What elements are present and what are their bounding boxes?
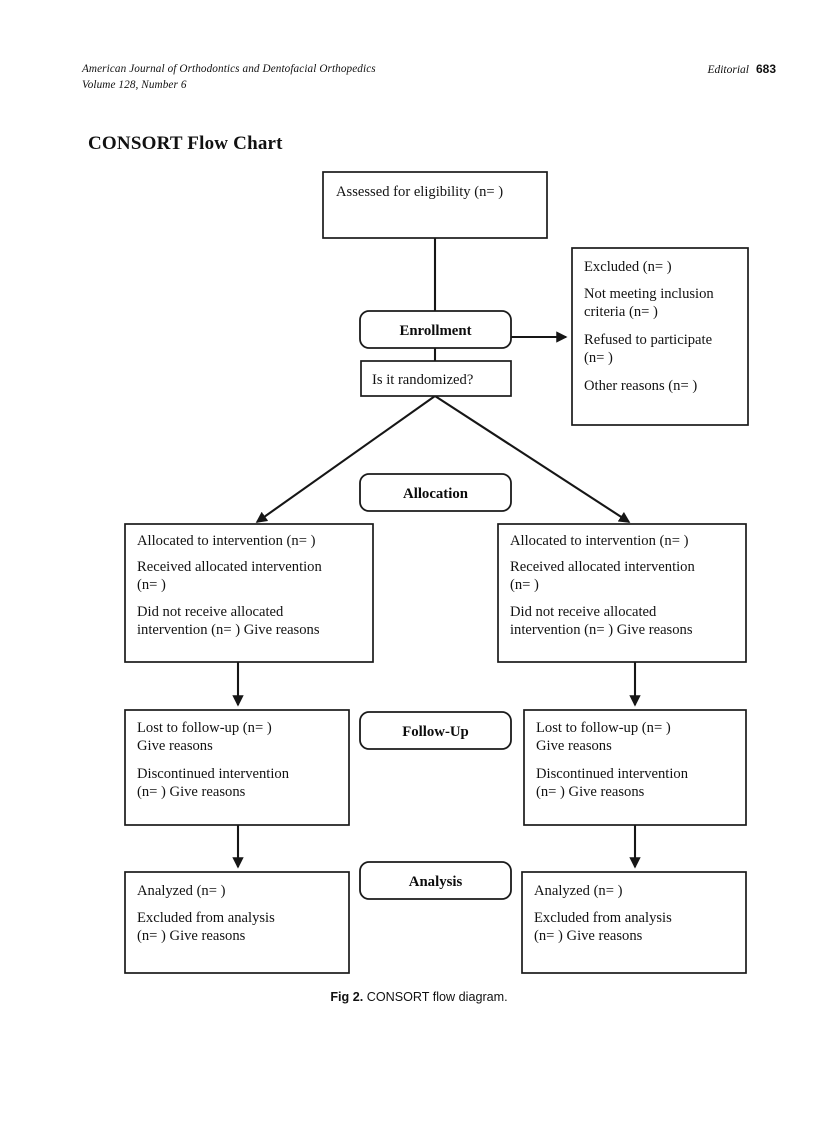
- node-allocated-left: Allocated to intervention (n= ) Received…: [124, 523, 374, 663]
- follow-right-box: [523, 709, 747, 826]
- randomized-line-1: Is it randomized?: [372, 372, 473, 388]
- stage-enrollment: Enrollment: [359, 310, 512, 349]
- follow-right-line-3: Discontinued intervention: [536, 766, 689, 782]
- analysis-stage-box: [359, 861, 512, 900]
- connector-randomized-to-alloc-left: [255, 395, 436, 523]
- analysis-left-box: [124, 871, 350, 974]
- followup-stage-box: [359, 711, 512, 750]
- alloc-left-line-2: Received allocated intervention: [137, 559, 322, 575]
- excluded-line-5: (n= ): [584, 350, 613, 366]
- running-head-left: American Journal of Orthodontics and Den…: [82, 62, 376, 93]
- analysis-left-line-1: Analyzed (n= ): [137, 883, 226, 899]
- follow-right-line-2: Give reasons: [536, 738, 612, 754]
- alloc-left-line-3: (n= ): [137, 577, 166, 593]
- alloc-right-line-3: (n= ): [510, 577, 539, 593]
- running-head-right: Editorial 683: [707, 62, 776, 76]
- alloc-left-line-1: Allocated to intervention (n= ): [137, 533, 316, 549]
- page-title: CONSORT Flow Chart: [88, 133, 283, 154]
- allocation-stage-label: Allocation: [403, 486, 468, 502]
- alloc-right-line-5: intervention (n= ) Give reasons: [510, 622, 693, 638]
- stage-allocation: Allocation: [359, 473, 512, 512]
- alloc-left-line-4: Did not receive allocated: [137, 604, 284, 620]
- follow-right-line-4: (n= ) Give reasons: [536, 784, 645, 800]
- figure-caption-text: CONSORT flow diagram.: [366, 990, 508, 1004]
- follow-left-line-2: Give reasons: [137, 738, 213, 754]
- followup-stage-label: Follow-Up: [402, 724, 469, 740]
- analysis-left-line-3: (n= ) Give reasons: [137, 928, 246, 944]
- running-head: American Journal of Orthodontics and Den…: [82, 62, 776, 96]
- alloc-right-line-1: Allocated to intervention (n= ): [510, 533, 689, 549]
- follow-left-box: [124, 709, 350, 826]
- follow-left-line-1: Lost to follow-up (n= ): [137, 720, 272, 736]
- alloc-right-line-4: Did not receive allocated: [510, 604, 657, 620]
- allocation-stage-box: [359, 473, 512, 512]
- figure-caption-label: Fig 2.: [330, 990, 364, 1004]
- analysis-stage-label: Analysis: [409, 874, 463, 890]
- excluded-line-3: criteria (n= ): [584, 304, 658, 320]
- analysis-left-line-2: Excluded from analysis: [137, 910, 275, 926]
- enrollment-stage-label: Enrollment: [399, 323, 471, 339]
- node-is-it-randomized: Is it randomized?: [360, 360, 512, 397]
- alloc-right-box: [497, 523, 747, 663]
- follow-left-line-4: (n= ) Give reasons: [137, 784, 246, 800]
- node-follow-up-right: Lost to follow-up (n= ) Give reasons Dis…: [523, 709, 747, 826]
- alloc-left-line-5: intervention (n= ) Give reasons: [137, 622, 320, 638]
- node-analysis-left: Analyzed (n= ) Excluded from analysis (n…: [124, 871, 350, 974]
- section-label: Editorial: [707, 64, 749, 76]
- stage-analysis: Analysis: [359, 861, 512, 900]
- excluded-line-2: Not meeting inclusion: [584, 286, 714, 302]
- node-analysis-right: Analyzed (n= ) Excluded from analysis (n…: [521, 871, 747, 974]
- analysis-right-box: [521, 871, 747, 974]
- journal-name: American Journal of Orthodontics and Den…: [82, 63, 376, 75]
- excluded-box: [571, 247, 749, 426]
- connector-randomized-to-alloc-right: [434, 395, 631, 523]
- stage-follow-up: Follow-Up: [359, 711, 512, 750]
- randomized-box: [360, 360, 512, 397]
- assessed-line-1: Assessed for eligibility (n= ): [336, 184, 503, 200]
- enrollment-stage-box: [359, 310, 512, 349]
- node-allocated-right: Allocated to intervention (n= ) Received…: [497, 523, 747, 663]
- alloc-right-line-2: Received allocated intervention: [510, 559, 695, 575]
- follow-right-line-1: Lost to follow-up (n= ): [536, 720, 671, 736]
- excluded-line-4: Refused to participate: [584, 332, 712, 348]
- follow-left-line-3: Discontinued intervention: [137, 766, 290, 782]
- node-assessed-for-eligibility: Assessed for eligibility (n= ): [322, 171, 548, 239]
- node-excluded: Excluded (n= ) Not meeting inclusion cri…: [571, 247, 749, 426]
- node-follow-up-left: Lost to follow-up (n= ) Give reasons Dis…: [124, 709, 350, 826]
- volume-issue: Volume 128, Number 6: [82, 78, 187, 91]
- analysis-right-line-2: Excluded from analysis: [534, 910, 672, 926]
- excluded-line-6: Other reasons (n= ): [584, 378, 697, 394]
- page-number: 683: [755, 62, 776, 76]
- analysis-right-line-3: (n= ) Give reasons: [534, 928, 643, 944]
- figure-caption: Fig 2. CONSORT flow diagram.: [0, 990, 838, 1004]
- assessed-box: [322, 171, 548, 239]
- alloc-left-box: [124, 523, 374, 663]
- excluded-line-1: Excluded (n= ): [584, 259, 672, 275]
- analysis-right-line-1: Analyzed (n= ): [534, 883, 623, 899]
